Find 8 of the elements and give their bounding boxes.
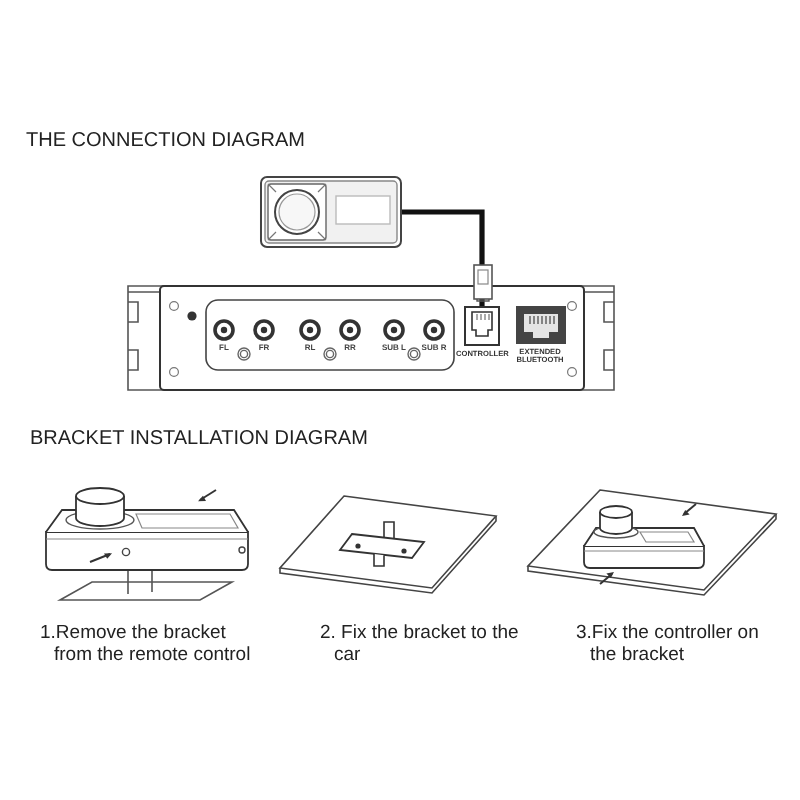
step-caption: 1.Remove the bracket from the remote control xyxy=(40,622,253,668)
section-heading: BRACKET INSTALLATION DIAGRAM xyxy=(30,428,368,452)
remote-controller xyxy=(260,176,402,248)
section-heading: THE CONNECTION DIAGRAM xyxy=(26,130,305,154)
cable xyxy=(402,209,485,306)
step-caption: 2. Fix the bracket to the car xyxy=(320,622,521,668)
step-caption: 3.Fix the controller on the bracket xyxy=(576,622,761,668)
amplifier xyxy=(126,284,616,392)
